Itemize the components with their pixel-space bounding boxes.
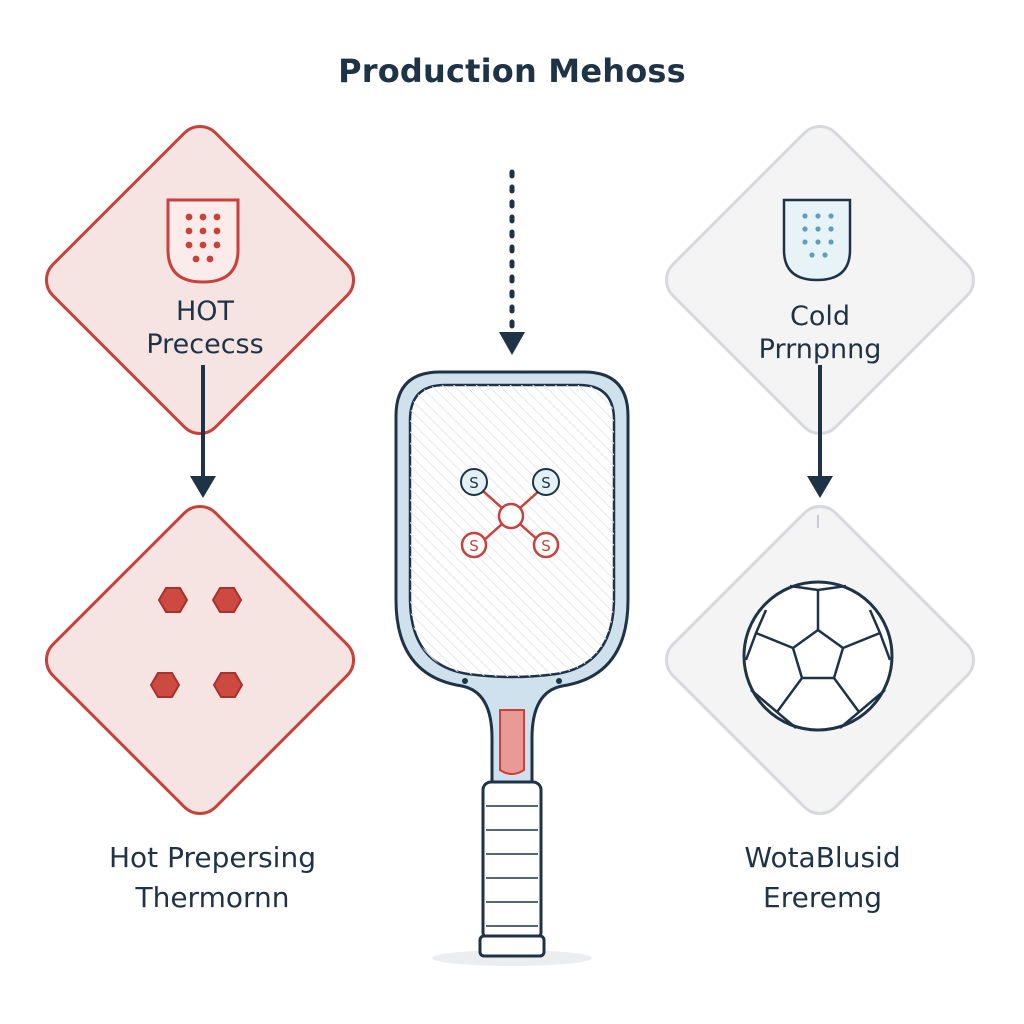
hot-label-line1: HOT (175, 296, 235, 327)
cold-shield-icon (782, 198, 852, 282)
molecule-node-3-label: S (469, 537, 479, 555)
pickleball-paddle-icon (394, 370, 630, 958)
molecule-node-1-label: S (469, 474, 479, 492)
center-dotted-arrow (499, 169, 525, 355)
hot-shield-icon (166, 198, 240, 284)
cold-flow-arrow (807, 365, 833, 528)
hexagon-cluster-icon (149, 587, 244, 698)
molecule-icon: S S S S (460, 468, 560, 559)
cold-label-line2: Prrnpnng (758, 334, 882, 365)
hot-bottom-caption: Hot Prepersing Thermornn (55, 838, 370, 918)
hot-bottom-line1: Hot Prepersing (109, 841, 316, 874)
cold-label-line1: Cold (789, 301, 850, 332)
hot-bottom-line2: Thermornn (135, 881, 290, 914)
soccer-ball-icon (742, 580, 894, 732)
cold-bottom-caption: WotaBlusid Ereremg (680, 838, 965, 918)
molecule-node-1 (460, 468, 488, 496)
hot-bottom-diamond (44, 504, 356, 816)
molecule-node-3 (460, 531, 488, 559)
hot-process-label: HOT Prececss (80, 295, 330, 361)
molecule-node-2-label: S (541, 474, 551, 492)
paddle-shadow (432, 950, 592, 966)
hot-flow-arrow (190, 365, 216, 498)
molecule-node-2 (532, 468, 560, 496)
diagram-title: Production Mehoss (338, 52, 686, 90)
cold-bottom-line2: Ereremg (763, 881, 882, 914)
molecule-node-4-label: S (541, 537, 551, 555)
cold-bottom-line1: WotaBlusid (744, 841, 901, 874)
cold-process-label: Cold Prrnpnng (700, 300, 940, 366)
hot-label-line2: Prececss (146, 329, 264, 360)
molecule-node-4 (532, 531, 560, 559)
